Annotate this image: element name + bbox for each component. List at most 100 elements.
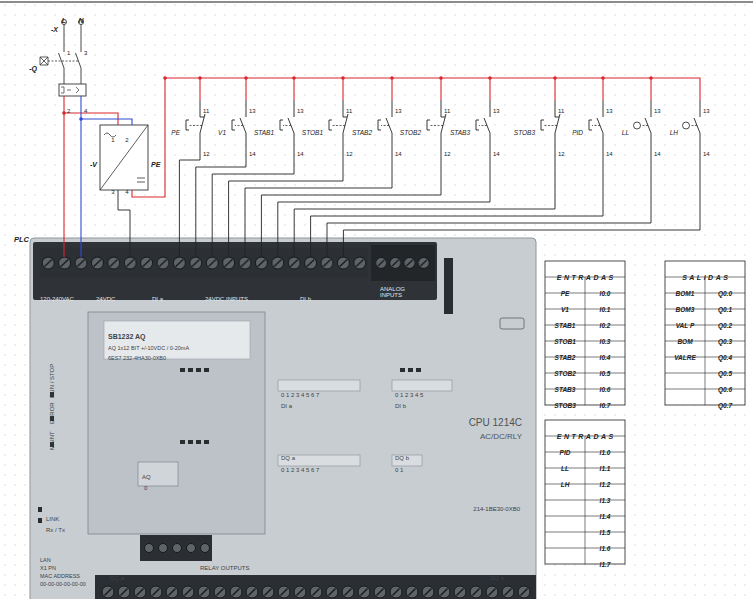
terminal-number: 14: [654, 151, 661, 157]
label-slot: 2: [67, 99, 70, 117]
table-cell: Q0.3: [718, 339, 732, 346]
label-slot: I0.1: [585, 298, 625, 316]
label-slot: Q0.4: [705, 346, 745, 364]
label-slot: Rx / Tx: [46, 518, 65, 536]
breaker-symbol: [59, 25, 82, 85]
label-slot: LAN: [40, 548, 51, 566]
terminal-number: 1: [67, 50, 70, 56]
label-slot: MAINT: [40, 431, 58, 450]
switch-name: PE: [171, 130, 180, 137]
terminal-number: 2: [125, 137, 128, 143]
label-slot: 13: [493, 99, 500, 117]
label-slot: 4: [84, 99, 87, 117]
label-slot: 14: [297, 142, 304, 160]
neutral-wire: [81, 96, 132, 257]
terminal-band: [33, 242, 437, 300]
label-slot: -X: [51, 18, 58, 36]
terminal-number: 3: [111, 189, 114, 195]
switch-name: STOB2: [400, 130, 421, 137]
status-label: RUN / STOP: [49, 364, 55, 398]
label-slot: STOB1: [545, 330, 585, 348]
terminal-number: 12: [203, 151, 210, 157]
ref-tag: -X: [51, 26, 58, 33]
actuator-links: [189, 125, 697, 126]
analog-connector: [371, 245, 435, 281]
label-slot: I1.3: [585, 489, 625, 507]
label-slot: PE: [171, 121, 180, 139]
label-slot: DI a: [281, 394, 292, 412]
board-sticker: [104, 321, 250, 359]
terminal-strip: [40, 248, 368, 278]
terminal-number: 12: [346, 151, 353, 157]
aq-connector: [140, 535, 212, 561]
label-slot: PID: [572, 121, 583, 139]
junction-dots: [62, 76, 653, 115]
analog-terminals: [374, 248, 431, 278]
plc-marking: 24VDC: [96, 296, 115, 302]
table-grid: [545, 436, 625, 564]
table-cell: I0.0: [600, 291, 611, 298]
switch-name: STOB3: [514, 130, 535, 137]
plc-body: [30, 238, 536, 599]
switch-name: LL: [622, 130, 629, 137]
table-cell: I0.6: [600, 387, 611, 394]
label-slot: I0.4: [585, 346, 625, 364]
plc-marking: DQ b: [490, 575, 504, 581]
table-cell: I0.1: [600, 307, 611, 314]
status-leds: [38, 392, 54, 523]
terminal-number: 13: [249, 108, 256, 114]
label-slot: 14: [493, 142, 500, 160]
device-tag: PLC: [14, 236, 29, 244]
table-header: ENTRADAS: [554, 433, 615, 440]
label-slot: ANALOG INPUTS: [380, 283, 414, 301]
plc-marking: ANALOG INPUTS: [380, 286, 414, 298]
label-slot: -Q: [29, 57, 37, 75]
status-label: Rx / Tx: [46, 527, 65, 533]
table-cell: I0.4: [600, 355, 611, 362]
dc-symbol: [137, 178, 145, 182]
table-header: ENTRADAS: [554, 274, 615, 281]
terminal-number: 14: [395, 151, 402, 157]
plc-marking: DI b: [300, 296, 311, 302]
plc-marking: 24VDC INPUTS: [205, 296, 248, 302]
label-slot: PID: [545, 441, 585, 459]
status-label: ERROR: [49, 402, 55, 424]
label-slot: ENTRADAS: [545, 425, 625, 443]
terminal-number: 13: [606, 108, 613, 114]
label-slot: STAB1: [254, 121, 274, 139]
label-slot: -V: [90, 153, 97, 171]
label-slot: LL: [622, 121, 629, 139]
plc-marking: SB1232 AQ: [108, 333, 145, 340]
plc-marking: DI b: [395, 403, 406, 409]
table-cell: Q0.4: [718, 355, 732, 362]
label-slot: DI b: [300, 287, 311, 305]
label-slot: PLC: [14, 228, 29, 246]
label-slot: LH: [545, 473, 585, 491]
terminal-number: 4: [84, 108, 87, 114]
label-slot: I1.6: [585, 537, 625, 555]
label-slot: I0.0: [585, 282, 625, 300]
plc-marking: 120-240VAC: [40, 296, 74, 302]
label-slot: STOB2: [400, 121, 421, 139]
junction-dot: [79, 117, 83, 121]
plc-marking: 0: [144, 485, 147, 491]
table-cell: LL: [561, 466, 569, 473]
relay-terminals: [100, 578, 532, 599]
label-slot: DQ b: [490, 566, 504, 584]
led-strip: [278, 455, 360, 466]
led-numbers: 0 1 2 3 4 5: [395, 392, 423, 398]
table-cell: Q0.6: [718, 387, 732, 394]
table-cell: I1.0: [600, 450, 611, 457]
switch-name: STAB2: [352, 130, 372, 137]
label-slot: STAB2: [352, 121, 372, 139]
manual-actuator: [40, 57, 48, 65]
table-cell: BOM1: [676, 291, 695, 298]
label-slot: RUN / STOP: [40, 364, 58, 398]
terminal-number: 13: [493, 108, 500, 114]
table-cell: Q0.2: [718, 323, 732, 330]
label-slot: PE: [151, 153, 160, 171]
table-cell: V1: [561, 307, 569, 314]
label-slot: L: [62, 9, 66, 27]
label-slot: Q0.3: [705, 330, 745, 348]
label-slot: 0 1 2 3 4 5 6 7: [281, 458, 319, 476]
